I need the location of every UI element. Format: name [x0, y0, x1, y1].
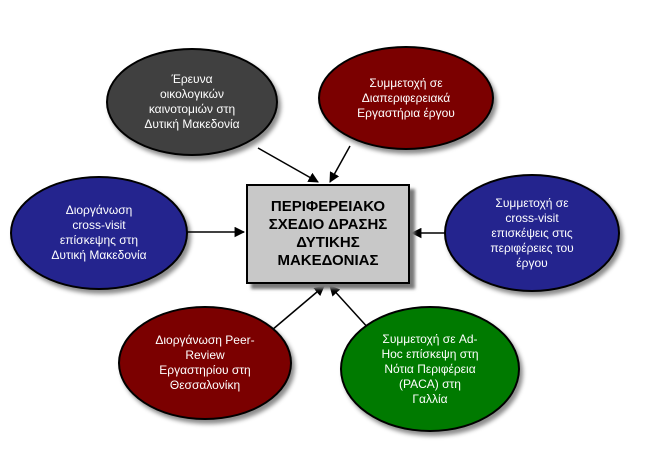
node-ad-hoc-visit-label: Συμμετοχή σε Ad- Hoc επίσκεψη στη Νότια …: [381, 331, 479, 406]
node-research-label: Έρευνα οικολογικών καινοτομιών στη Δυτικ…: [144, 72, 240, 131]
arrow-adhoc-to-center: [329, 285, 371, 331]
center-action-plan-box: ΠΕΡΙΦΕΡΕΙΑΚΟ ΣΧΕΔΙΟ ΔΡΑΣΗΣ ΔΥΤΙΚΗΣ ΜΑΚΕΔ…: [246, 184, 410, 284]
node-ad-hoc-visit: Συμμετοχή σε Ad- Hoc επίσκεψη στη Νότια …: [340, 306, 520, 432]
node-cross-visit-organization-label: Διοργάνωση cross-visit επίσκεψης στη Δυτ…: [51, 203, 147, 262]
node-workshops-label: Συμμετοχή σε Διαπεριφερειακά Εργαστήρια …: [357, 75, 455, 120]
arrow-peerreview-to-center: [271, 285, 325, 331]
node-workshops: Συμμετοχή σε Διαπεριφερειακά Εργαστήρια …: [318, 46, 494, 150]
arrow-workshops-to-center: [329, 145, 351, 183]
node-cross-visit-organization: Διοργάνωση cross-visit επίσκεψης στη Δυτ…: [10, 176, 188, 290]
arrow-research-to-center: [257, 147, 319, 183]
node-cross-visit-participation: Συμμετοχή σε cross-visit επισκέψεις στις…: [444, 174, 620, 292]
node-peer-review: Διοργάνωση Peer- Review Εργαστηρίου στη …: [118, 306, 292, 420]
node-cross-visit-participation-label: Συμμετοχή σε cross-visit επισκέψεις στις…: [490, 195, 574, 270]
node-research: Έρευνα οικολογικών καινοτομιών στη Δυτικ…: [106, 48, 278, 156]
node-peer-review-label: Διοργάνωση Peer- Review Εργαστηρίου στη …: [155, 333, 255, 392]
center-action-plan-title: ΠΕΡΙΦΕΡΕΙΑΚΟ ΣΧΕΔΙΟ ΔΡΑΣΗΣ ΔΥΤΙΚΗΣ ΜΑΚΕΔ…: [268, 198, 388, 269]
